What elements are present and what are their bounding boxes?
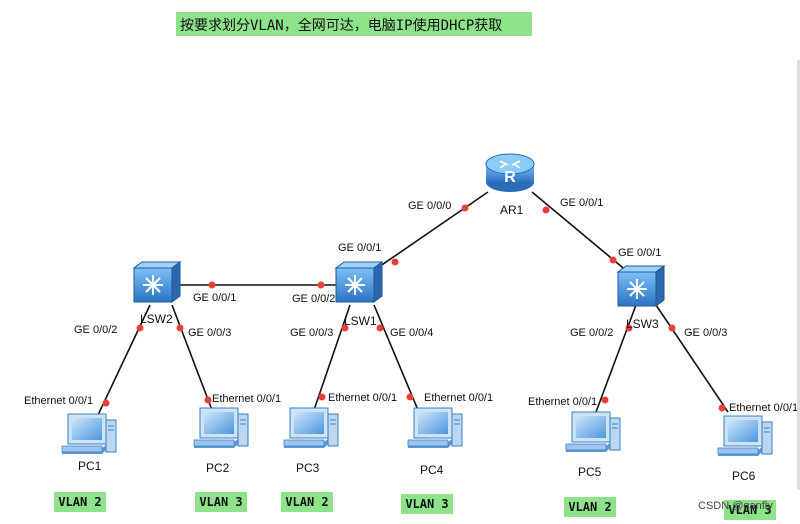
device-label-lsw2: LSW2 [140, 312, 173, 326]
port-dot [176, 324, 184, 332]
link-ar1-lsw3 [531, 191, 641, 283]
port-label: Ethernet 0/0/1 [328, 392, 397, 404]
pc-pc4[interactable]: PC4 [407, 407, 463, 477]
link-lsw1-pc4 [373, 304, 419, 411]
switch-lsw1[interactable]: LSW1 [335, 261, 383, 328]
device-label-lsw1: LSW1 [344, 314, 377, 328]
link-lsw1-pc3 [313, 304, 351, 411]
router-ar1[interactable]: AR1 [485, 153, 535, 217]
vlan-tag-pc1: VLAN 2 [54, 492, 106, 512]
port-label: GE 0/0/2 [74, 324, 117, 336]
port-dot [341, 324, 349, 332]
pc-pc3[interactable]: PC3 [283, 407, 339, 475]
port-label: Ethernet 0/0/1 [24, 395, 93, 407]
pc-pc5[interactable]: PC5 [565, 411, 621, 479]
port-label: GE 0/0/0 [408, 200, 451, 212]
port-dot [136, 324, 144, 332]
vlan-tag-pc3: VLAN 2 [281, 492, 333, 512]
port-dot [317, 281, 325, 289]
port-label: GE 0/0/1 [193, 292, 236, 304]
device-label-ar1: AR1 [500, 203, 524, 217]
port-label: Ethernet 0/0/1 [212, 393, 281, 405]
device-label-pc5: PC5 [578, 465, 602, 479]
port-label: GE 0/0/1 [560, 197, 603, 209]
device-label-pc1: PC1 [78, 459, 102, 473]
device-label-lsw3: LSW3 [626, 317, 659, 331]
port-label: GE 0/0/3 [188, 327, 231, 339]
device-label-pc4: PC4 [420, 463, 444, 477]
port-dot [668, 324, 676, 332]
port-dot [102, 399, 110, 407]
port-dot [204, 396, 212, 404]
link-lsw2-pc1 [97, 304, 151, 416]
port-dot [376, 324, 384, 332]
port-label: Ethernet 0/0/1 [729, 402, 798, 414]
port-label: GE 0/0/2 [292, 293, 335, 305]
port-label: GE 0/0/1 [618, 247, 661, 259]
port-dot [718, 404, 726, 412]
port-label: GE 0/0/4 [390, 327, 433, 339]
watermark: CSDN @qanfly [698, 500, 773, 512]
page-title: 按要求划分VLAN，全网可达，电脑IP使用DHCP获取 [180, 18, 503, 34]
port-markers [102, 204, 726, 412]
port-label: GE 0/0/2 [570, 327, 613, 339]
port-dot [391, 258, 399, 266]
link-lsw3-pc6 [655, 304, 729, 413]
port-label: GE 0/0/3 [684, 327, 727, 339]
link-lsw2-pc2 [171, 304, 213, 411]
pc-pc6[interactable]: PC6 [717, 415, 773, 483]
port-dot [318, 393, 326, 401]
pc-pc2[interactable]: PC2 [193, 407, 249, 475]
port-label: GE 0/0/1 [338, 242, 381, 254]
pc-pc1[interactable]: PC1 [61, 413, 117, 473]
port-label: Ethernet 0/0/1 [424, 392, 493, 404]
vlan-tag-pc5: VLAN 2 [564, 497, 616, 517]
vlan-tag-pc2: VLAN 3 [195, 492, 247, 512]
port-dot [601, 396, 609, 404]
port-dot [542, 206, 550, 214]
port-dot [461, 204, 469, 212]
port-labels: GE 0/0/0 GE 0/0/1 GE 0/0/1 GE 0/0/1 GE 0… [24, 197, 798, 414]
port-dot [609, 256, 617, 264]
title-highlight [176, 12, 532, 36]
port-dot [625, 324, 633, 332]
right-edge-divider [797, 60, 800, 490]
port-label: Ethernet 0/0/1 [528, 396, 597, 408]
port-label: GE 0/0/3 [290, 327, 333, 339]
vlan-tag-pc6: VLAN 3 [724, 500, 776, 520]
device-label-pc2: PC2 [206, 461, 230, 475]
device-label-pc6: PC6 [732, 469, 756, 483]
port-dot [208, 281, 216, 289]
link-lsw3-pc5 [595, 304, 637, 413]
vlan-tag-pc4: VLAN 3 [401, 494, 453, 514]
switch-lsw3[interactable]: LSW3 [617, 265, 665, 331]
device-label-pc3: PC3 [296, 461, 320, 475]
switch-lsw2[interactable]: LSW2 [133, 261, 181, 326]
port-dot [406, 393, 414, 401]
